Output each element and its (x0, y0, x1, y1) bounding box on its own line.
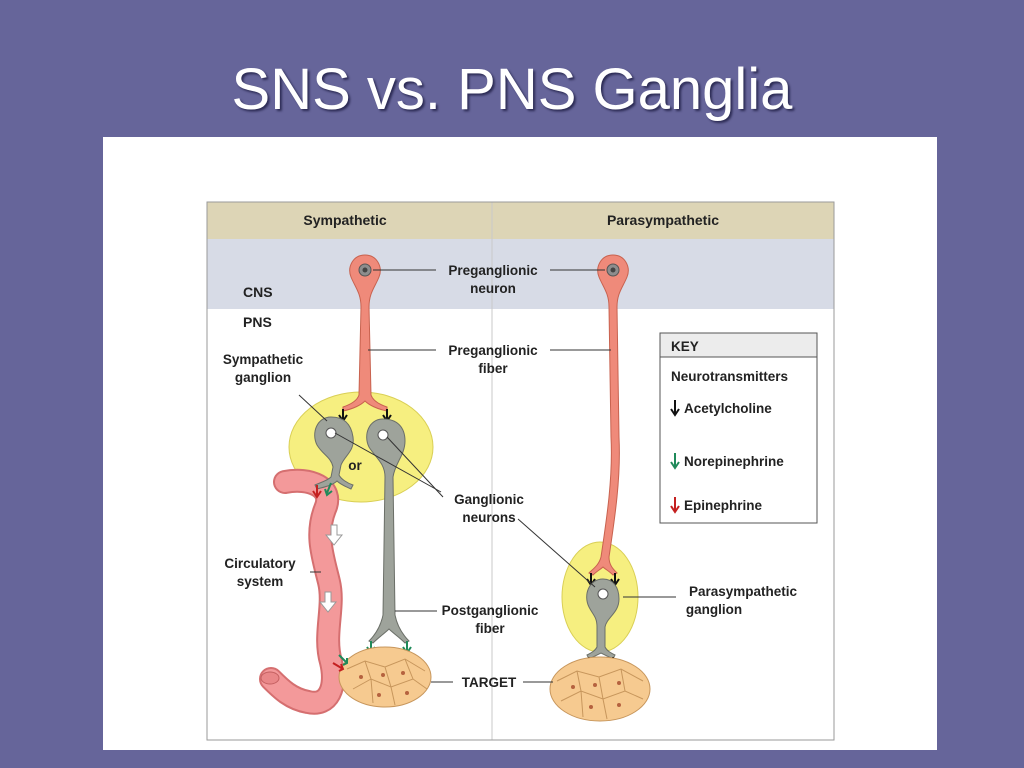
acetylcholine-key-icon (670, 400, 680, 417)
ganglionic-neurons-label: Ganglionic (454, 492, 524, 507)
norepinephrine-key-icon (670, 453, 680, 470)
cns-label: CNS (243, 284, 273, 300)
norepinephrine-arrow-icon (338, 654, 348, 666)
preganglionic-neuron-label: Preganglionic (448, 263, 538, 278)
parasympathetic-target-tissue (549, 656, 651, 722)
sympathetic-ganglion-label: ganglion (235, 370, 291, 385)
epinephrine-arrow-icon (332, 662, 345, 672)
ganglionic-neurons-label: neurons (462, 510, 515, 525)
key-item-acetylcholine: Acetylcholine (684, 401, 772, 416)
preganglionic-fiber-label: fiber (478, 361, 508, 376)
key-title: KEY (671, 339, 699, 354)
or-label: or (348, 458, 362, 473)
sympathetic-ganglionic-neuron (366, 418, 410, 644)
preganglionic-neuron-label: neuron (470, 281, 516, 296)
column-header-sympathetic: Sympathetic (303, 212, 386, 228)
postganglionic-fiber-label: Postganglionic (442, 603, 539, 618)
flow-arrow-icon (324, 524, 344, 546)
column-header-parasympathetic: Parasympathetic (607, 212, 719, 228)
neurotransmitter-key: KEY Neurotransmitters Acetylcholine Nore… (659, 332, 818, 524)
target-label: TARGET (462, 675, 517, 690)
key-subtitle: Neurotransmitters (671, 369, 788, 384)
flow-arrow-icon (318, 591, 338, 613)
parasympathetic-ganglionic-neuron (586, 578, 620, 660)
figure-panel: Sympathetic Parasympathetic CNS PNS (103, 137, 937, 750)
epinephrine-arrow-icon (312, 485, 322, 499)
sympathetic-target-tissue (338, 646, 432, 708)
parasympathetic-ganglion-label: ganglion (686, 602, 742, 617)
parasympathetic-ganglion-label: Parasympathetic (689, 584, 798, 599)
ganglionic-neuron-adrenal (314, 416, 354, 490)
sympathetic-ganglion-label: Sympathetic (223, 352, 304, 367)
cns-band (207, 239, 834, 309)
norepinephrine-arrow-icon (324, 482, 333, 497)
preganglionic-fiber-label: Preganglionic (448, 343, 538, 358)
pns-label: PNS (243, 314, 272, 330)
sympathetic-preganglionic-neuron (342, 254, 388, 412)
circulatory-system-label: system (237, 574, 284, 589)
key-item-norepinephrine: Norepinephrine (684, 454, 784, 469)
circulatory-system-label: Circulatory (224, 556, 296, 571)
key-item-epinephrine: Epinephrine (684, 498, 762, 513)
header-band (207, 202, 834, 239)
parasympathetic-preganglionic-neuron (588, 254, 629, 576)
postganglionic-fiber-label: fiber (475, 621, 505, 636)
epinephrine-key-icon (670, 497, 680, 514)
slide-title: SNS vs. PNS Ganglia (231, 57, 793, 122)
sns-pns-diagram: Sympathetic Parasympathetic CNS PNS (206, 201, 835, 741)
